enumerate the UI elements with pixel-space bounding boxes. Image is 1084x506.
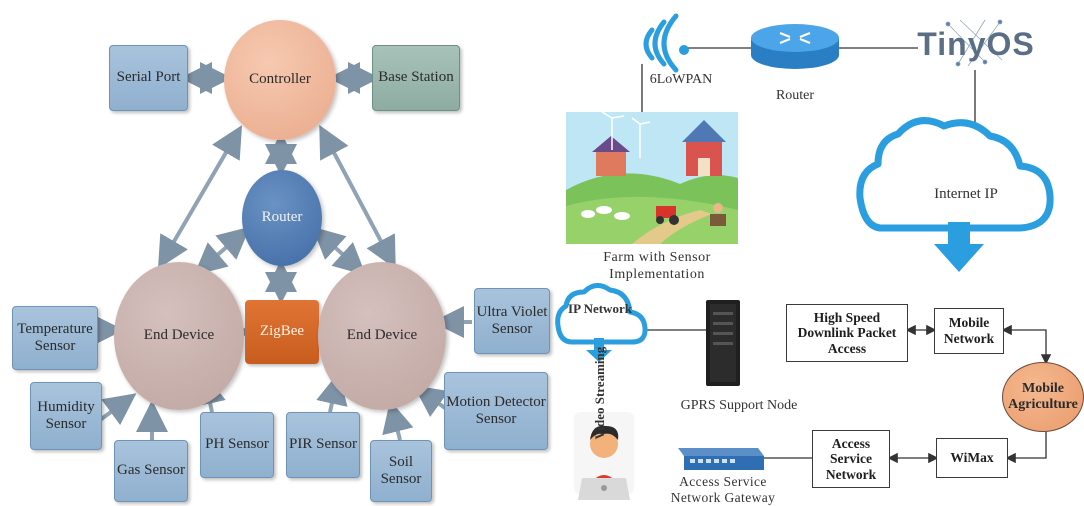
ip-network-label: IP Network	[568, 301, 632, 316]
end-device-right-label: End Device	[346, 327, 418, 344]
base-station-node: Base Station	[372, 45, 460, 111]
base-station-label: Base Station	[378, 69, 454, 86]
soil-sensor-label: Soil Sensor	[380, 453, 422, 487]
video-streaming-label: Video Streaming	[591, 346, 607, 440]
router-icon	[751, 24, 839, 69]
wifi-icon	[643, 13, 689, 73]
router-node-label: Router	[261, 209, 303, 226]
end-device-right-node: End Device	[318, 262, 446, 410]
access-service-network-label: Access Service Network	[825, 435, 877, 482]
end-device-left-node: End Device	[114, 262, 244, 410]
motion-link	[413, 385, 449, 418]
mobile-network-label: Mobile Network	[943, 315, 995, 346]
sixlowpan-label: 6LoWPAN	[649, 72, 713, 87]
pir-sensor-node: PIR Sensor	[286, 412, 360, 478]
soil-sensor-node: Soil Sensor	[370, 440, 432, 502]
humidity-link	[98, 393, 137, 426]
serial-port-node: Serial Port	[109, 45, 188, 111]
gprs-support-node-label: GPRS Support Node	[680, 398, 798, 413]
access-service-network-box: Access Service Network	[812, 430, 890, 488]
gprs-device-icon	[706, 300, 740, 386]
router-node: Router	[242, 170, 322, 266]
router-icon-label: Router	[775, 88, 815, 103]
controller-enddevice-right-link	[319, 124, 396, 270]
ph-sensor-node: PH Sensor	[200, 412, 274, 478]
temperature-sensor-label: Temperature Sensor	[17, 320, 93, 354]
soil-link	[382, 400, 414, 441]
mobile-agriculture-label: Mobile Agriculture	[1008, 380, 1078, 412]
agri-wimax-link	[1005, 432, 1047, 464]
temperature-sensor-node: Temperature Sensor	[12, 306, 98, 370]
router-enddevice-right-link	[312, 226, 366, 276]
tinyos-logo-text: TinyOS	[917, 26, 1035, 62]
ip-network-cloud-icon	[555, 283, 648, 362]
end-device-left-label: End Device	[143, 327, 215, 344]
gateway-switch-icon	[678, 448, 764, 470]
high-speed-label: High Speed Downlink Packet Access	[797, 309, 897, 356]
tinyos-network-graphic	[945, 19, 1003, 67]
ultra-violet-sensor-node: Ultra Violet Sensor	[474, 288, 550, 354]
mobile-agriculture-node: Mobile Agriculture	[1002, 362, 1084, 432]
wimax-label: WiMax	[950, 450, 994, 466]
motion-detector-sensor-node: Motion Detector Sensor	[444, 372, 548, 450]
internet-label: Internet IP	[934, 186, 998, 202]
serial-port-label: Serial Port	[116, 69, 181, 86]
farm-caption: Farm with Sensor Implementation	[603, 250, 711, 282]
gas-sensor-label: Gas Sensor	[117, 462, 185, 479]
controller-node: Controller	[224, 20, 336, 140]
ultra-violet-sensor-label: Ultra Violet Sensor	[476, 303, 548, 337]
wimax-box: WiMax	[936, 438, 1008, 478]
pir-sensor-label: PIR Sensor	[289, 436, 357, 453]
internet-cloud-icon	[856, 117, 1054, 272]
high-speed-box: High Speed Downlink Packet Access	[786, 304, 908, 362]
motion-detector-sensor-label: Motion Detector Sensor	[446, 393, 546, 427]
ph-sensor-label: PH Sensor	[205, 436, 269, 453]
humidity-sensor-node: Humidity Sensor	[30, 382, 102, 450]
zigbee-node: ZigBee	[245, 300, 319, 364]
mobile-network-box: Mobile Network	[934, 308, 1004, 354]
farm-illustration	[566, 111, 738, 244]
router-enddevice-left-link	[193, 226, 251, 276]
zigbee-label: ZigBee	[259, 323, 305, 340]
gas-sensor-node: Gas Sensor	[114, 440, 188, 502]
controller-label: Controller	[249, 71, 311, 88]
controller-enddevice-left-link	[157, 125, 243, 269]
mobile-agri-link	[1001, 324, 1052, 365]
access-gateway-label: Access Service Network Gateway	[670, 474, 776, 505]
humidity-sensor-label: Humidity Sensor	[37, 398, 95, 432]
user-laptop-icon	[574, 412, 634, 500]
